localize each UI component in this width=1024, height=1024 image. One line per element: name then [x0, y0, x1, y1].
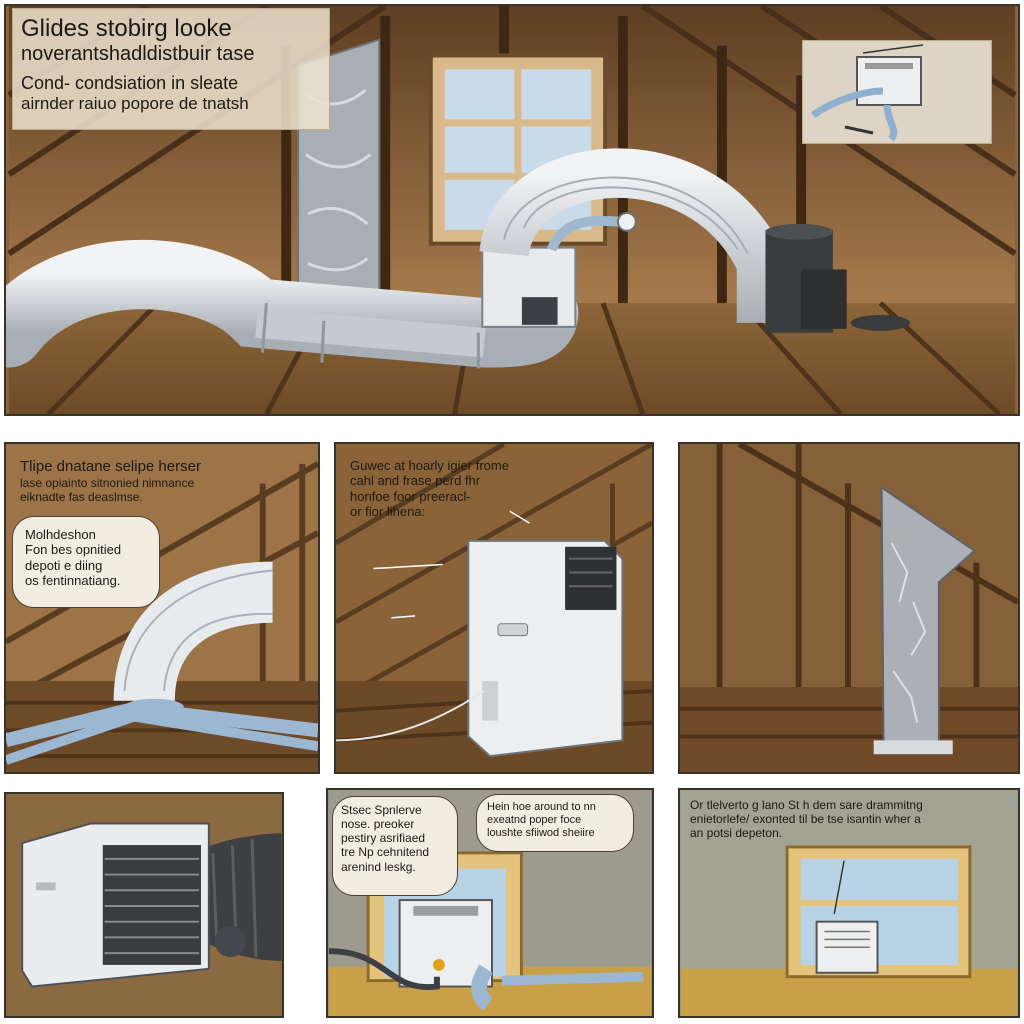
- p6-right-line2: exeatnd poper foce: [487, 813, 582, 826]
- main-caption-line3: airnder raiuo popore de tnatsh: [21, 94, 249, 114]
- p2-caption-line3: eiknadte fas deaslmse.: [20, 489, 143, 504]
- p7-caption: Or tlelverto g lano St h dem sare drammi…: [690, 798, 923, 840]
- main-caption-line1: noverantshadldistbuir tase: [21, 43, 255, 66]
- p2-caption: Tlipe dnatane selipe herser lase opiaint…: [20, 458, 201, 504]
- p3-caption-line1: Guwec at hoarly igier frome: [350, 458, 509, 473]
- p7-caption-line3: an potsi depeton.: [690, 826, 783, 841]
- p6-left-line1: Stsec Spnlerve: [341, 803, 422, 817]
- panel-ac-closeup: [4, 792, 284, 1018]
- p2-caption-line2: lase opiainto sitnonied nimnance: [20, 475, 195, 490]
- panel-main-attic: Glides stobirg looke noverantshadldistbu…: [4, 4, 1020, 416]
- p2-bubble-line3: depoti e diing: [25, 557, 103, 573]
- p6-right-line3: loushte sfiiwod sheiire: [487, 826, 595, 839]
- ac-closeup-illustration: [6, 794, 282, 1016]
- portable-ac-illustration: [336, 444, 652, 772]
- p6-left-line5: arenind leskg.: [341, 859, 416, 874]
- p2-bubble-line1: Molhdeshon: [25, 527, 96, 542]
- p2-bubble-line2: Fon bes opnitied: [25, 542, 122, 558]
- main-caption-box: Glides stobirg looke noverantshadldistbu…: [12, 8, 330, 130]
- panel-hose-floor: Tlipe dnatane selipe herser lase opiaint…: [4, 442, 320, 774]
- p2-speech-bubble: Molhdeshon Fon bes opnitied depoti e dii…: [12, 516, 160, 608]
- inset-portable-ac-icon: [802, 40, 992, 144]
- panel-portable-ac: Guwec at hoarly igier frome cahl and fra…: [334, 442, 654, 774]
- foil-duct-illustration: [680, 444, 1018, 772]
- p3-caption-line4: or fior lihena:: [350, 503, 426, 519]
- p6-bubble-left: Stsec Spnlerve nose. preoker pestiry asr…: [332, 796, 458, 896]
- p7-caption-line1: Or tlelverto g lano St h dem sare drammi…: [690, 798, 923, 812]
- window-unit-illustration: [680, 790, 1018, 1016]
- panel-foil-duct: [678, 442, 1020, 774]
- p2-bubble-line4: os fentinnatiang.: [25, 572, 121, 588]
- p6-bubble-right: Hein hoe around to nn exeatnd poper foce…: [476, 794, 634, 852]
- main-caption-title: Glides stobirg looke: [21, 15, 232, 42]
- p3-caption-line3: honfoe foor preeracl-: [350, 488, 471, 504]
- p6-left-line2: nose. preoker: [341, 817, 415, 832]
- panel-ac-window: Stsec Spnlerve nose. preoker pestiry asr…: [326, 788, 654, 1018]
- p2-caption-line1: Tlipe dnatane selipe herser: [20, 458, 201, 475]
- p7-caption-line2: enietorlefe/ exonted til be tse isantin …: [690, 812, 921, 827]
- p6-right-line1: Hein hoe around to nn: [487, 801, 596, 813]
- p6-left-line4: tre Np cehnitend: [341, 845, 430, 860]
- panel-window-unit: Or tlelverto g lano St h dem sare drammi…: [678, 788, 1020, 1018]
- p6-left-line3: pestiry asrifiaed: [341, 831, 426, 846]
- p3-caption-line2: cahl and frase perd fhr: [350, 473, 481, 489]
- main-caption-line2: Cond- condsiation in sleate: [21, 72, 239, 93]
- p3-caption: Guwec at hoarly igier frome cahl and fra…: [350, 458, 509, 519]
